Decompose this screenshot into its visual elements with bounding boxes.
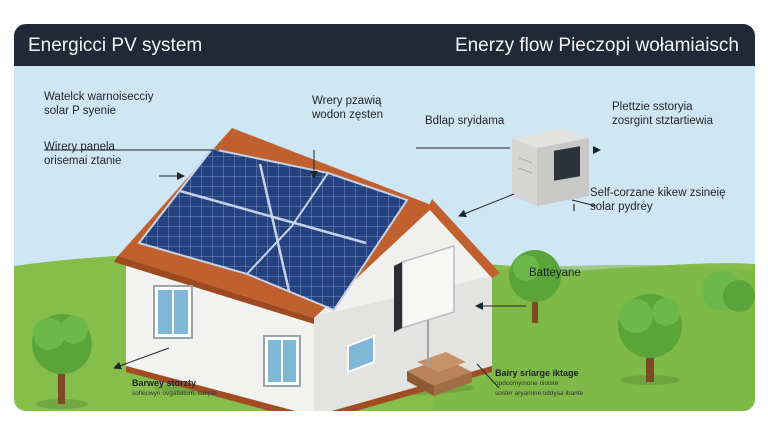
label-battery-storage-left: Barwey storzty xyxy=(132,378,197,388)
label-self-consumption: Self-corzane kikew zsineię solar pydrėy xyxy=(590,187,726,213)
label-inverter-tag: Bdlap sryidama xyxy=(425,115,505,127)
solar-panel-array xyxy=(137,147,409,312)
house-roof-gable-edge xyxy=(428,199,500,278)
inverter-box-icon xyxy=(512,128,589,211)
header-bar: Energicci PV system Enerzy flow Pieczopi… xyxy=(14,24,755,66)
tree-right-big-icon xyxy=(618,294,682,385)
label-inverter-right: Plettzie sstoryia zosrgint stztartiewia xyxy=(612,101,713,127)
label-panels: Wirery panela orisemai ztanie xyxy=(44,141,122,167)
tree-left-icon xyxy=(32,314,92,409)
bush-right-icon xyxy=(702,271,755,312)
diagram-card: Energicci PV system Enerzy flow Pieczopi… xyxy=(14,24,755,411)
window-side-icon xyxy=(347,334,375,374)
label-battery-storage-left-sub: soflecwyn ovgatiatum, ildepte xyxy=(132,390,217,397)
tree-right-small-icon xyxy=(509,250,561,323)
house-roof-edge xyxy=(114,256,314,324)
window-middle-icon xyxy=(263,335,301,387)
label-battery-storage-right: Bairy srlarge iktage xyxy=(495,368,579,378)
label-roof: Wrery pzawią wodon zęsten xyxy=(312,95,383,121)
title-left: Energicci PV system xyxy=(28,35,203,56)
label-watelck: Watelck warnoisecciy solar P syenie xyxy=(44,91,154,117)
entrance-steps-icon xyxy=(407,352,472,396)
title-right: Enerzy flow Pieczopi wołamiaisch xyxy=(454,35,739,56)
label-battery-storage-right-sub2: soster aryamine tiddysa ibante xyxy=(495,390,584,397)
window-left-icon xyxy=(153,285,193,339)
connector-lines xyxy=(44,146,601,389)
label-battery: Batteyane xyxy=(529,267,581,279)
wall-inverter-icon xyxy=(394,244,455,366)
pv-scene xyxy=(14,128,755,411)
label-battery-storage-right-sub1: opdcomymone nioiste xyxy=(495,380,559,387)
